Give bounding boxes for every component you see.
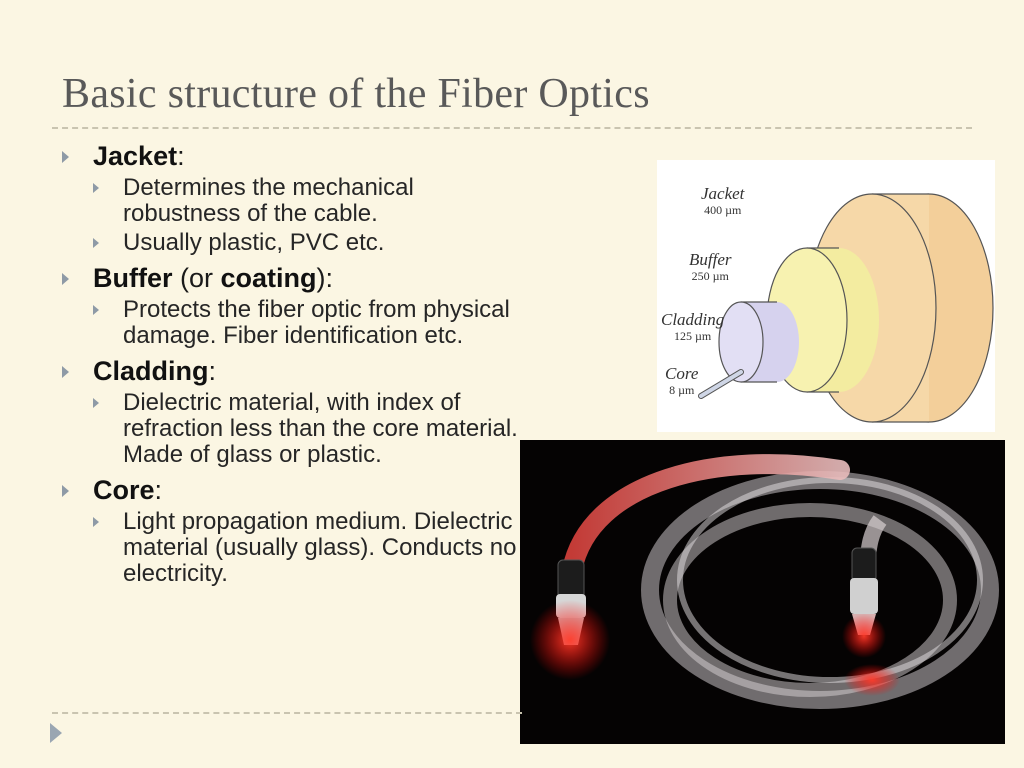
arrow-bullet-icon	[93, 517, 99, 527]
sub-bullet-text: Light propagation medium. Dielectric mat…	[123, 508, 517, 587]
slide-title: Basic structure of the Fiber Optics	[62, 71, 650, 117]
term-core: Core	[93, 475, 155, 505]
sub-bullet-text: Dielectric material, with index of refra…	[123, 389, 518, 468]
arrow-bullet-icon	[93, 183, 99, 193]
sub-bullet-text: Usually plastic, PVC etc.	[123, 229, 385, 256]
footer-divider	[52, 712, 522, 714]
sub-bullet: Usually plastic, PVC etc.	[93, 230, 522, 256]
bullet-jacket: Jacket:	[62, 140, 522, 172]
term-suffix: :	[208, 356, 217, 386]
sub-bullet: Light propagation medium. Dielectric mat…	[93, 509, 522, 587]
term-coating: coating	[220, 263, 317, 293]
bullet-core: Core:	[62, 474, 522, 506]
bullet-buffer: Buffer (or coating):	[62, 262, 522, 294]
sub-bullet-text: Determines the mechanical robustness of …	[123, 174, 414, 227]
sub-bullet: Determines the mechanical robustness of …	[93, 175, 522, 227]
title-divider	[52, 127, 972, 129]
term-buffer: Buffer	[93, 263, 173, 293]
glowing-fiber-cable-photo	[520, 440, 1005, 744]
arrow-bullet-icon	[93, 238, 99, 248]
term-suffix: :	[177, 141, 185, 171]
term-suffix: :	[154, 475, 163, 505]
arrow-bullet-icon	[62, 485, 69, 497]
sub-bullet: Protects the fiber optic from physical d…	[93, 297, 522, 349]
bullet-list: Jacket: Determines the mechanical robust…	[62, 138, 522, 587]
sub-bullet: Dielectric material, with index of refra…	[93, 390, 522, 468]
bullet-cladding: Cladding:	[62, 355, 522, 387]
slide-corner-arrow-icon	[50, 723, 62, 743]
fiber-layers-illustration	[698, 193, 994, 423]
term-suffix: ):	[316, 263, 334, 293]
arrow-bullet-icon	[62, 273, 69, 285]
term-middle: (or	[172, 263, 221, 293]
sub-bullet-text: Protects the fiber optic from physical d…	[123, 296, 510, 349]
fiber-cable-illustration	[530, 454, 999, 709]
term-jacket: Jacket	[93, 141, 178, 171]
arrow-bullet-icon	[62, 151, 69, 163]
arrow-bullet-icon	[62, 366, 69, 378]
arrow-bullet-icon	[93, 398, 99, 408]
arrow-bullet-icon	[93, 305, 99, 315]
term-cladding: Cladding	[93, 356, 209, 386]
